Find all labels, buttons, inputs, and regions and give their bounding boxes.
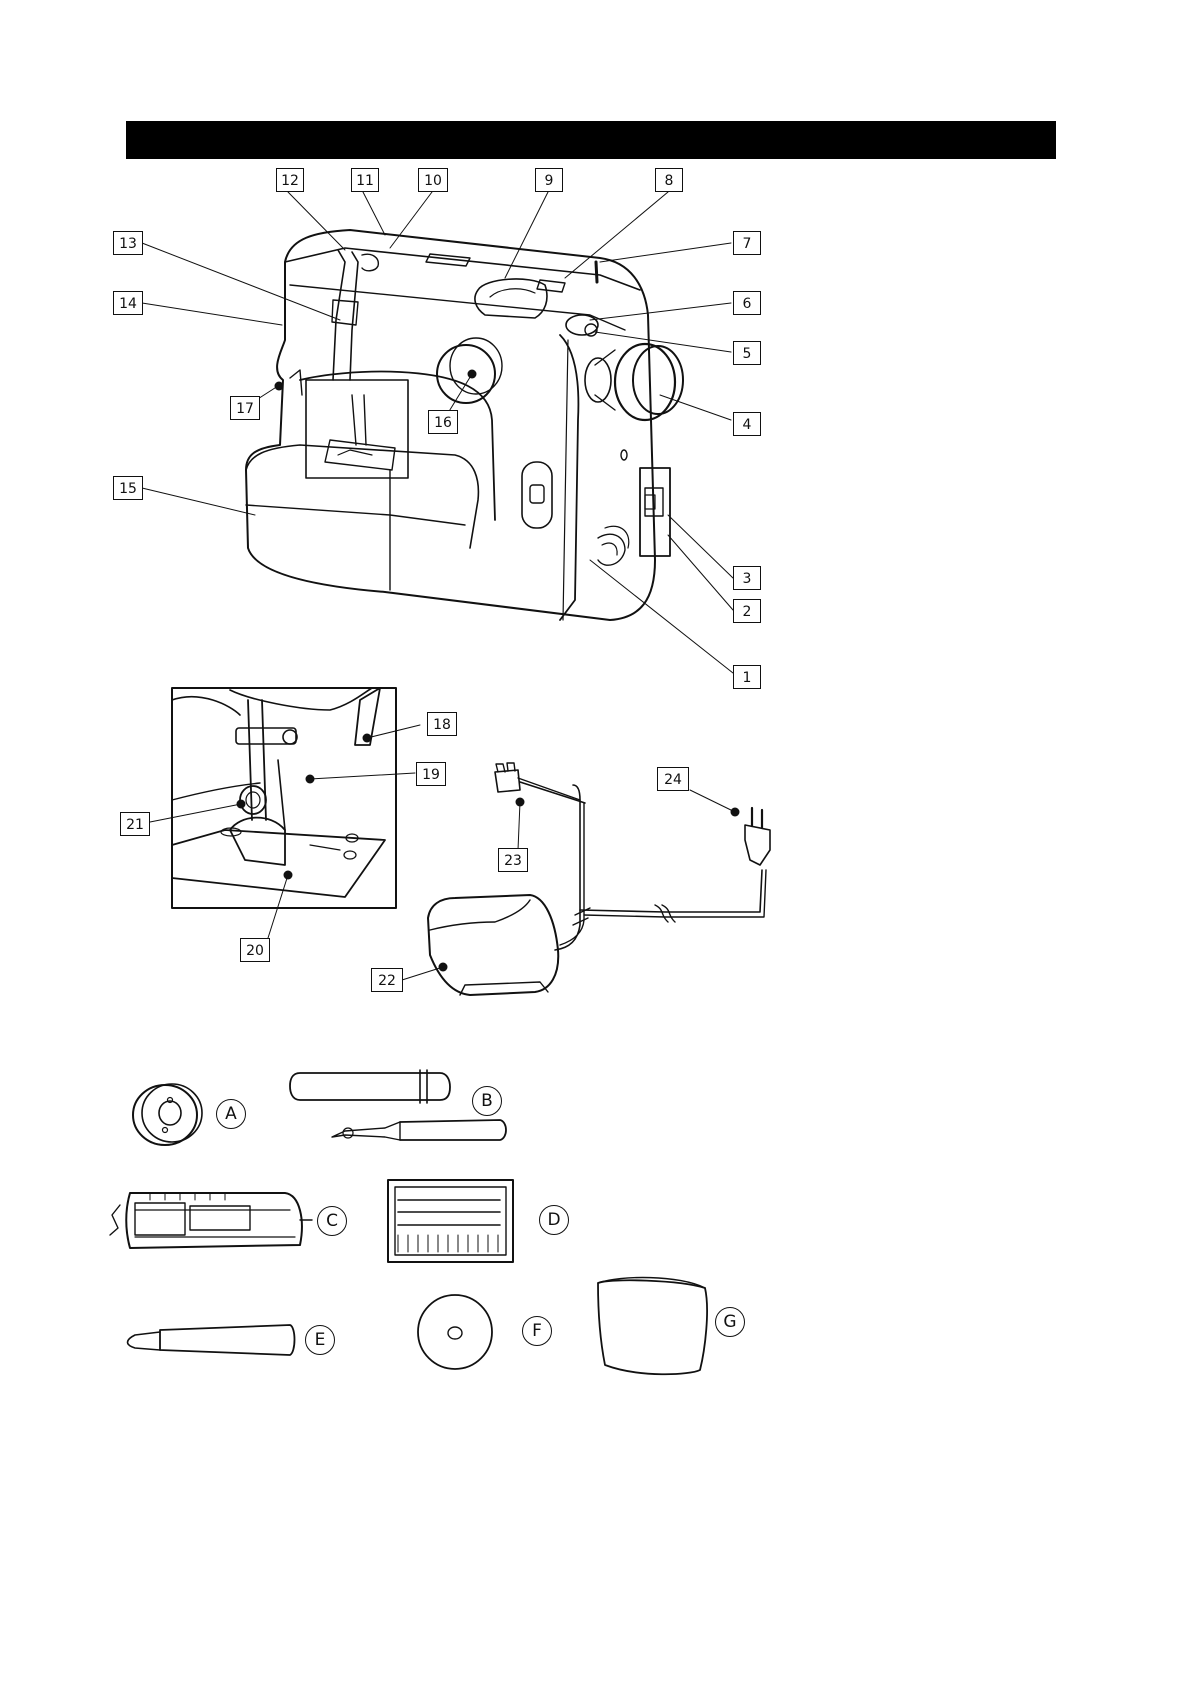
callout-17: 17 <box>230 396 260 420</box>
callout-2: 2 <box>733 599 761 623</box>
dust-cover-accessory <box>598 1278 707 1375</box>
callout-22: 22 <box>371 968 403 992</box>
accessory-label-d: D <box>539 1205 569 1235</box>
callout-19: 19 <box>416 762 446 786</box>
accessories-illustration <box>110 1070 707 1374</box>
callout-14: 14 <box>113 291 143 315</box>
felt-disc-accessory <box>418 1295 492 1369</box>
callout-13: 13 <box>113 231 143 255</box>
callout-12: 12 <box>276 168 304 192</box>
accessory-label-b: B <box>472 1086 502 1116</box>
foot-pedal-illustration <box>428 763 770 995</box>
callout-4: 4 <box>733 412 761 436</box>
callout-1: 1 <box>733 665 761 689</box>
needle-pack-accessory <box>388 1180 513 1262</box>
foot-pedal <box>428 895 558 995</box>
leader-dots <box>237 370 740 972</box>
bobbin-accessory <box>133 1084 202 1145</box>
callout-15: 15 <box>113 476 143 500</box>
screwdriver-accessory <box>128 1325 295 1355</box>
callout-10: 10 <box>418 168 448 192</box>
sewing-machine-illustration <box>246 230 683 620</box>
mains-plug-24 <box>745 825 770 865</box>
callout-11: 11 <box>351 168 379 192</box>
accessory-label-e: E <box>305 1325 335 1355</box>
buttonhole-foot-accessory <box>110 1193 312 1248</box>
accessory-label-c: C <box>317 1206 347 1236</box>
callout-23: 23 <box>498 848 528 872</box>
callout-9: 9 <box>535 168 563 192</box>
callout-20: 20 <box>240 938 270 962</box>
callout-7: 7 <box>733 231 761 255</box>
accessory-label-g: G <box>715 1307 745 1337</box>
callout-8: 8 <box>655 168 683 192</box>
callout-24: 24 <box>657 767 689 791</box>
callout-5: 5 <box>733 341 761 365</box>
accessory-label-a: A <box>216 1099 246 1129</box>
callout-16: 16 <box>428 410 458 434</box>
stitch-dial <box>437 345 495 403</box>
callout-21: 21 <box>120 812 150 836</box>
accessory-label-f: F <box>522 1316 552 1346</box>
callout-6: 6 <box>733 291 761 315</box>
callout-3: 3 <box>733 566 761 590</box>
pedal-leader-lines <box>402 790 735 980</box>
cord-plug-23 <box>495 770 520 792</box>
callout-18: 18 <box>427 712 457 736</box>
